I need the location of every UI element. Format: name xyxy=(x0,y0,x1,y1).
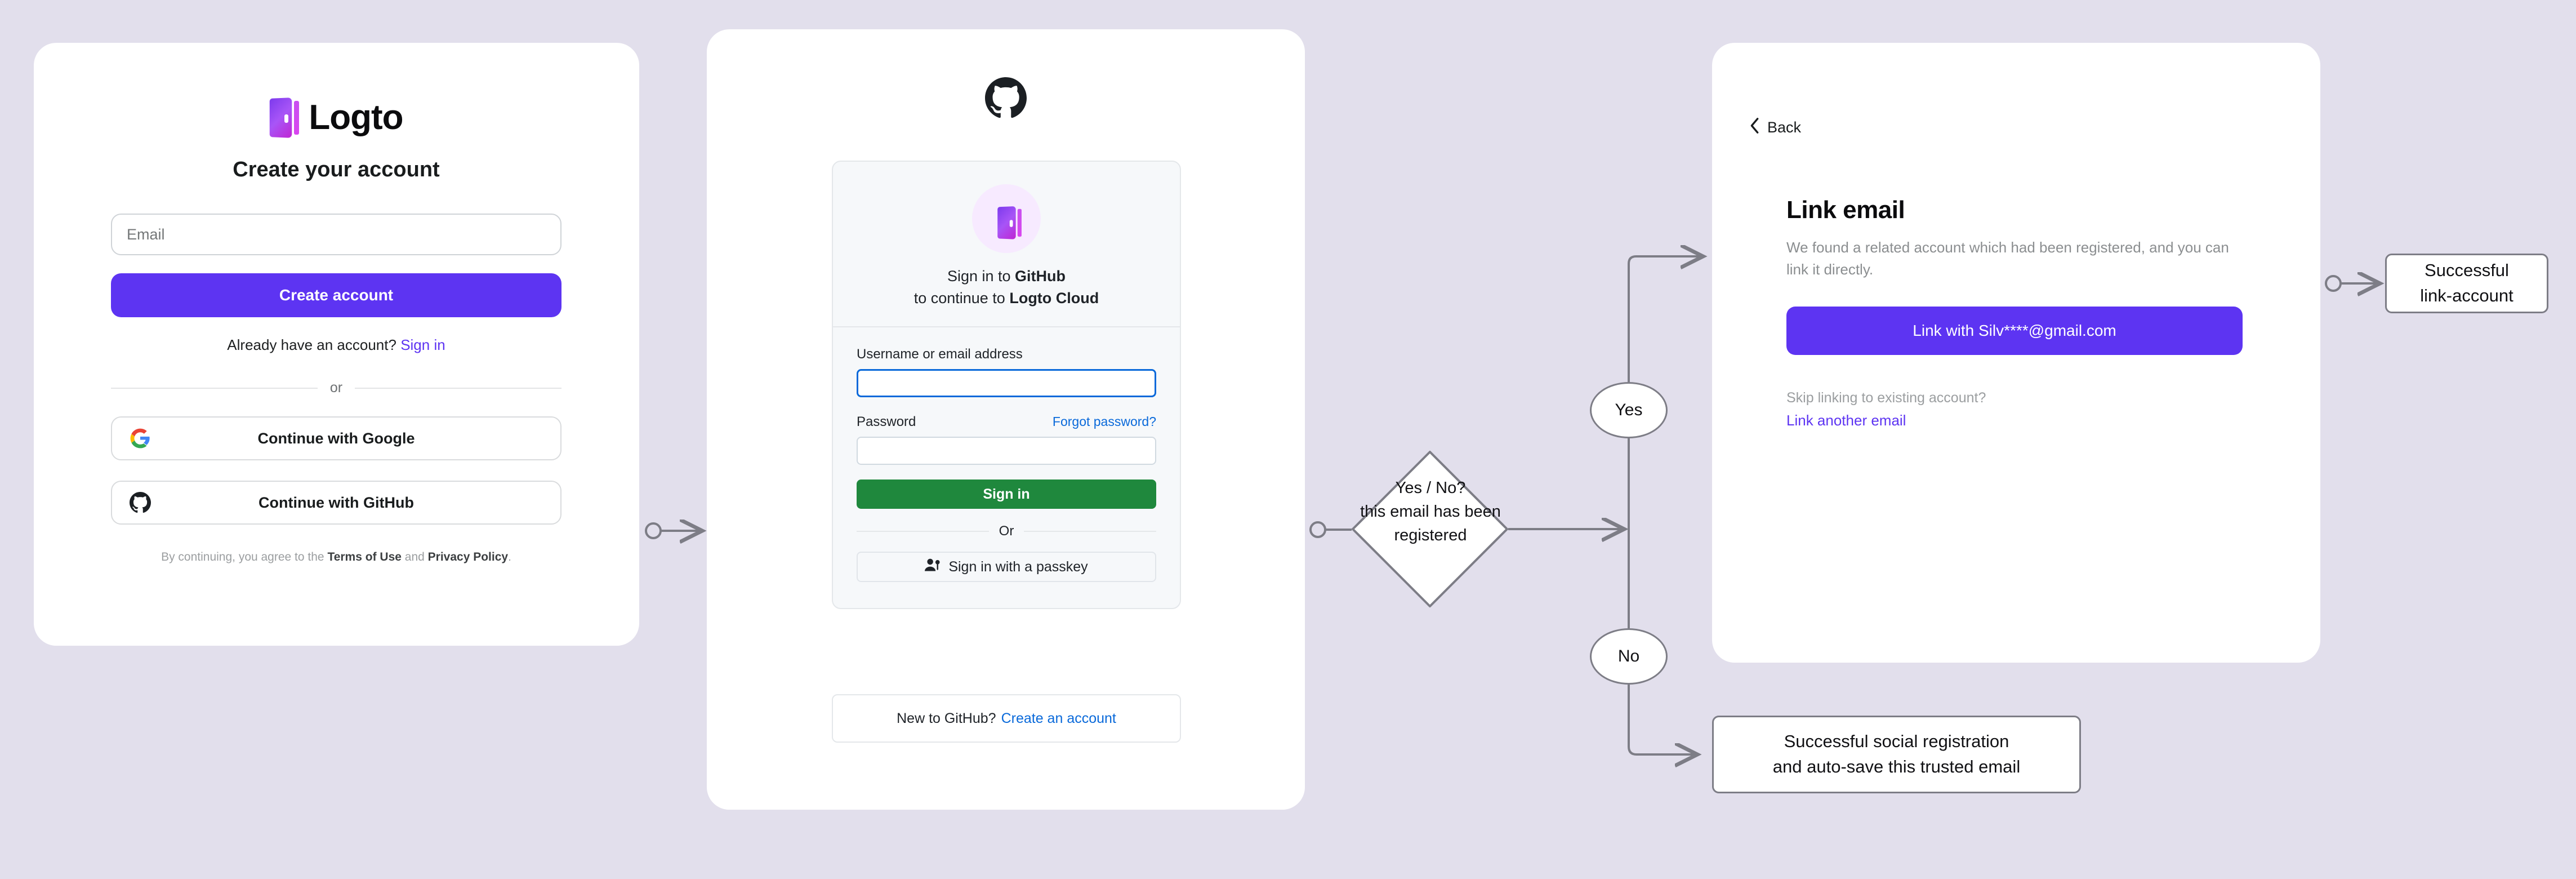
email-input[interactable]: Email xyxy=(111,214,561,255)
legal-middle: and xyxy=(401,551,428,563)
link-email-card: Back Link email We found a related accou… xyxy=(1712,43,2320,663)
continue-with-google-button[interactable]: Continue with Google xyxy=(111,416,561,460)
divider-rule-left xyxy=(857,531,989,532)
outcome-social-line-2: and auto-save this trusted email xyxy=(1772,757,2021,776)
back-label: Back xyxy=(1767,119,1802,136)
heading-line1-prefix: Sign in to xyxy=(947,268,1015,285)
username-input[interactable] xyxy=(857,369,1156,398)
logto-logo: Logto xyxy=(111,94,561,142)
github-icon xyxy=(129,491,151,514)
legal-prefix: By continuing, you agree to the xyxy=(161,551,328,563)
skip-linking-label: Skip linking to existing account? xyxy=(1786,390,1986,406)
decision-node-label: Yes / No? this email has been registered xyxy=(1340,476,1521,547)
heading-line2-prefix: to continue to xyxy=(913,290,1010,307)
divider-label: Or xyxy=(999,523,1014,539)
continue-with-google-label: Continue with Google xyxy=(257,429,415,447)
signin-prompt: Already have an account? Sign in xyxy=(111,336,561,354)
logto-door-icon xyxy=(269,97,300,139)
outcome-social-line-1: Successful social registration xyxy=(1784,731,2009,752)
divider-rule-left xyxy=(111,387,318,389)
footer-prompt: New to GitHub? xyxy=(897,710,996,726)
email-placeholder: Email xyxy=(127,225,165,243)
password-label: Password xyxy=(857,414,916,430)
username-label: Username or email address xyxy=(857,347,1023,362)
branch-label-no: No xyxy=(1590,628,1668,685)
signin-link[interactable]: Sign in xyxy=(400,336,445,353)
passkey-label: Sign in with a passkey xyxy=(948,558,1088,575)
chevron-left-icon xyxy=(1749,117,1761,138)
google-icon xyxy=(129,427,151,450)
back-button[interactable]: Back xyxy=(1749,117,1801,138)
github-signin-button[interactable]: Sign in xyxy=(857,480,1156,509)
outcome-link-line-2: link-account xyxy=(2420,286,2513,305)
continue-with-github-button[interactable]: Continue with GitHub xyxy=(111,481,561,525)
github-signin-form: Sign in to GitHub to continue to Logto C… xyxy=(832,161,1181,610)
logto-signup-card: Logto Create your account Email Create a… xyxy=(34,43,639,646)
decision-line-1: Yes / No? xyxy=(1395,479,1466,497)
divider-or: Or xyxy=(857,523,1157,539)
signin-with-passkey-button[interactable]: Sign in with a passkey xyxy=(857,552,1156,583)
create-account-button[interactable]: Create account xyxy=(111,273,561,317)
github-icon xyxy=(985,77,1027,119)
outcome-link-line-1: Successful xyxy=(2425,260,2509,281)
branch-label-yes: Yes xyxy=(1590,382,1668,438)
forgot-password-link[interactable]: Forgot password? xyxy=(1052,414,1156,429)
outcome-successful-link-account: Successful link-account xyxy=(2385,254,2548,313)
heading-line2-strong: Logto Cloud xyxy=(1009,290,1099,307)
form-divider xyxy=(833,326,1180,328)
legal-suffix: . xyxy=(508,551,511,563)
github-create-account-footer: New to GitHub? Create an account xyxy=(832,694,1181,743)
legal-text: By continuing, you agree to the Terms of… xyxy=(111,551,561,564)
github-signin-card: Sign in to GitHub to continue to Logto C… xyxy=(707,29,1305,810)
app-avatar xyxy=(972,184,1041,253)
divider-rule-right xyxy=(1024,531,1157,532)
divider-label: or xyxy=(329,380,343,396)
page-title: Create your account xyxy=(233,158,440,181)
link-email-description: We found a related account which had bee… xyxy=(1786,239,2229,278)
logto-door-icon xyxy=(997,206,1022,239)
terms-of-use-link[interactable]: Terms of Use xyxy=(327,551,402,563)
passkey-icon xyxy=(925,557,941,577)
divider-rule-right xyxy=(355,387,562,389)
signin-prompt-text: Already have an account? xyxy=(227,336,396,353)
link-email-title: Link email xyxy=(1786,196,1905,224)
outcome-successful-social-registration: Successful social registration and auto-… xyxy=(1712,716,2081,793)
create-an-account-link[interactable]: Create an account xyxy=(1001,710,1116,726)
decision-line-3: registered xyxy=(1394,526,1467,545)
brand-name: Logto xyxy=(309,98,403,137)
github-heading: Sign in to GitHub to continue to Logto C… xyxy=(857,265,1156,309)
link-with-email-button[interactable]: Link with Silv****@gmail.com xyxy=(1786,307,2243,355)
password-input[interactable] xyxy=(857,437,1156,465)
heading-line1-strong: GitHub xyxy=(1015,268,1066,285)
privacy-policy-link[interactable]: Privacy Policy xyxy=(427,551,509,563)
divider-or: or xyxy=(111,380,562,396)
decision-line-2: this email has been xyxy=(1360,503,1501,521)
continue-with-github-label: Continue with GitHub xyxy=(259,494,414,511)
link-another-email-link[interactable]: Link another email xyxy=(1786,412,1906,429)
